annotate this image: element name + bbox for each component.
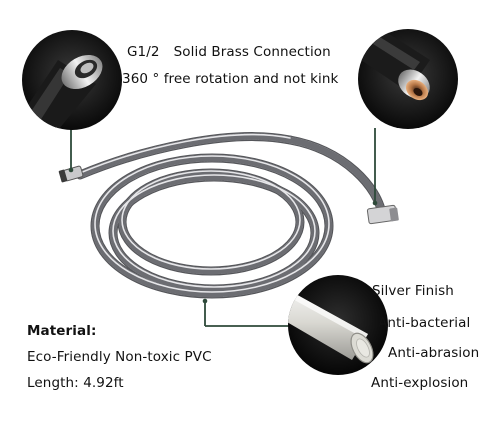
right-hose-fitting (366, 204, 399, 225)
callout-lines (70, 128, 376, 327)
thread-size: G1/2 (127, 44, 160, 60)
connection-label: Solid Brass Connection (173, 44, 331, 60)
feature-anti-explosion: Anti-explosion (371, 375, 469, 391)
feature-anti-bacterial: Anti-bacterial (378, 315, 471, 331)
connector-closeup-left (22, 30, 122, 130)
left-hose-fitting (58, 165, 84, 183)
rotation-text: 360 ° free rotation and not kink (122, 71, 339, 87)
callout-dot-right (372, 200, 378, 206)
feature-silver-finish: Silver Finish (372, 283, 454, 299)
connection-title: G1/2 Solid Brass Connection (127, 44, 331, 60)
material-value: Eco-Friendly Non-toxic PVC (27, 349, 212, 365)
coiled-hose (75, 132, 387, 299)
length-text: Length: 4.92ft (27, 375, 124, 391)
callout-dot-material (202, 298, 208, 304)
callout-dot-left (68, 167, 74, 173)
material-heading: Material: (27, 323, 97, 339)
feature-anti-abrasion: Anti-abrasion (388, 345, 480, 361)
connector-closeup-right (358, 29, 458, 129)
pvc-tube-closeup (288, 275, 388, 375)
